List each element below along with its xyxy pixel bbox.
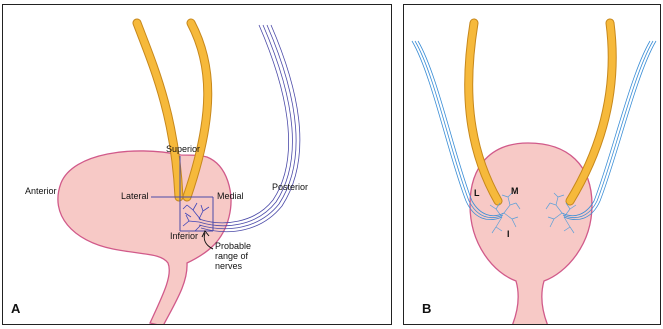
panel-b-illustration <box>404 5 661 325</box>
panel-b: L M I B <box>403 4 661 325</box>
probable-range-line-1: Probable <box>215 241 251 251</box>
panel-b-letter: B <box>422 301 431 316</box>
panel-a-letter: A <box>11 301 20 316</box>
label-m: M <box>511 187 519 196</box>
panel-a: Anterior Posterior Superior Inferior Lat… <box>2 4 392 325</box>
label-lateral: Lateral <box>121 192 149 201</box>
bladder-lateral-shape <box>58 151 231 325</box>
label-inferior: Inferior <box>170 232 198 241</box>
label-medial: Medial <box>217 192 244 201</box>
label-anterior: Anterior <box>25 187 57 196</box>
label-superior: Superior <box>166 145 200 154</box>
probable-range-line-3: nerves <box>215 261 251 271</box>
label-i: I <box>507 230 510 239</box>
label-l: L <box>474 189 480 198</box>
label-posterior: Posterior <box>272 183 308 192</box>
probable-range-line-2: range of <box>215 251 251 261</box>
probable-range-note: Probable range of nerves <box>215 241 251 271</box>
panel-a-illustration <box>3 5 392 325</box>
